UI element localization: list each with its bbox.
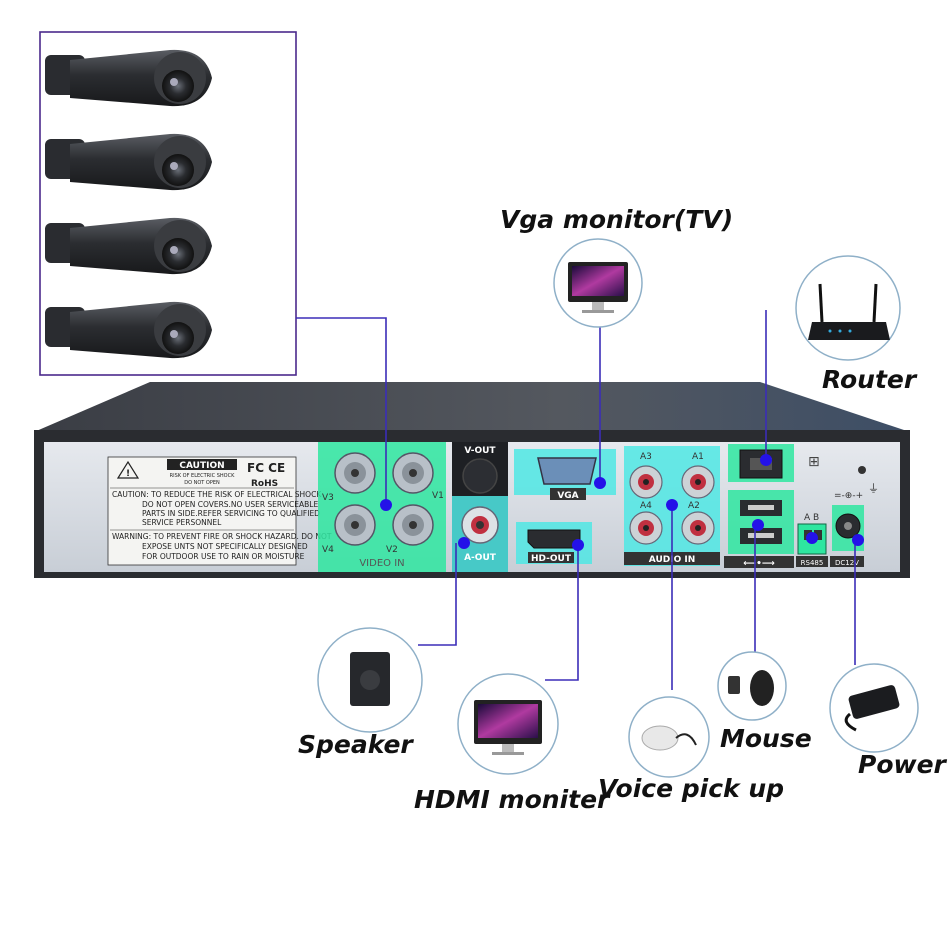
svg-text:=-⊕-+: =-⊕-+: [834, 491, 863, 501]
rohs-mark: RoHS: [251, 479, 278, 489]
vga-port-block: VGA: [514, 449, 616, 501]
label-video-in: VIDEO IN: [359, 558, 404, 569]
dvr-unit: ! CAUTION RISK OF ELECTRIC SHOCK DO NOT …: [34, 382, 910, 578]
certification-marks: FC CE: [247, 461, 285, 475]
network-usb-block: ⊞ ⟵•⟶: [724, 444, 820, 569]
node-usb: [752, 519, 764, 531]
dvr-top: [34, 382, 910, 432]
speaker-device: [317, 627, 423, 733]
dc-power-block: =-⊕-+ DC12V ⏚: [830, 466, 879, 567]
node-vga: [594, 477, 606, 489]
camera-3: [45, 217, 212, 275]
label-dc12v: DC12V: [835, 559, 859, 567]
bnc-v2: [392, 504, 434, 546]
hdmi-port-block: HD-OUT: [516, 522, 592, 564]
voice-pickup-device: [628, 696, 710, 778]
connection-nodes: [380, 454, 864, 551]
camera-4: [45, 301, 212, 359]
label-v4: V4: [322, 545, 334, 555]
label-vga: VGA: [557, 491, 578, 501]
label-a-out: A-OUT: [464, 553, 497, 563]
caution-line-1: CAUTION: TO REDUCE THE RISK OF ELECTRICA…: [112, 490, 322, 499]
label-v1: V1: [432, 491, 444, 501]
label-v3: V3: [322, 493, 334, 503]
bnc-v1: [392, 452, 434, 494]
warning-line-3: FOR OUTDOOR USE TO RAIN OR MOISTURE: [142, 552, 305, 561]
caution-line-4: SERVICE PERSONNEL: [142, 518, 222, 527]
label-power: Power: [858, 750, 948, 779]
warning-line-1: WARNING: TO PREVENT FIRE OR SHOCK HAZARD…: [112, 532, 332, 541]
node-ethernet: [760, 454, 772, 466]
connector-lines: [296, 310, 856, 690]
label-vga-monitor: Vga monitor(TV): [500, 205, 733, 234]
warning-line-2: EXPOSE UNTS NOT SPECIFICALLY DESIGNED: [142, 542, 308, 551]
mouse-device: [717, 651, 787, 721]
caution-line-2: DO NOT OPEN COVERS.NO USER SERVICEABLE: [142, 500, 318, 509]
caution-sub1: RISK OF ELECTRIC SHOCK: [170, 473, 235, 479]
ground-icon: ⏚: [868, 482, 879, 495]
caution-label: ! CAUTION RISK OF ELECTRIC SHOCK DO NOT …: [107, 456, 332, 566]
label-a4: A4: [640, 501, 652, 511]
label-hdmi-monitor: HDMI moniter: [414, 785, 611, 814]
camera-1: [45, 49, 212, 107]
vga-monitor-device: [553, 238, 643, 328]
vout-aout-block: V-OUT A-OUT: [452, 442, 508, 572]
label-a2: A2: [688, 501, 700, 511]
node-dc12v: [852, 534, 864, 546]
node-video-in: [380, 499, 392, 511]
label-router: Router: [822, 365, 918, 394]
svg-text:!: !: [126, 469, 130, 479]
usb-icon: ⟵•⟶: [743, 559, 775, 569]
node-hd-out: [572, 539, 584, 551]
label-v-out: V-OUT: [464, 446, 496, 456]
label-ab: A B: [804, 513, 819, 523]
power-adapter-device: [829, 663, 919, 753]
label-hd-out: HD-OUT: [531, 554, 572, 564]
node-audio-in: [666, 499, 678, 511]
node-a-out: [458, 537, 470, 549]
bnc-v3: [334, 452, 376, 494]
hdmi-monitor-device: [457, 673, 559, 775]
caution-title: CAUTION: [179, 461, 224, 471]
label-voice-pickup: Voice pick up: [598, 774, 784, 803]
label-mouse: Mouse: [720, 724, 812, 753]
label-a1: A1: [692, 452, 704, 462]
cameras-group: [39, 31, 297, 376]
label-v2: V2: [386, 545, 398, 555]
node-rs485: [806, 532, 818, 544]
label-a3: A3: [640, 452, 652, 462]
caution-sub2: DO NOT OPEN: [184, 480, 220, 486]
caution-line-3: PARTS IN SIDE.REFER SERVICING TO QUALIFI…: [142, 509, 320, 518]
router-device: [795, 255, 901, 361]
bnc-v4: [334, 504, 376, 546]
network-icon: ⊞: [808, 454, 820, 470]
label-speaker: Speaker: [298, 730, 414, 759]
label-rs485: RS485: [801, 559, 824, 567]
camera-2: [45, 133, 212, 191]
video-in-block: V3 V1 V4 V2 VIDEO IN: [318, 442, 446, 572]
